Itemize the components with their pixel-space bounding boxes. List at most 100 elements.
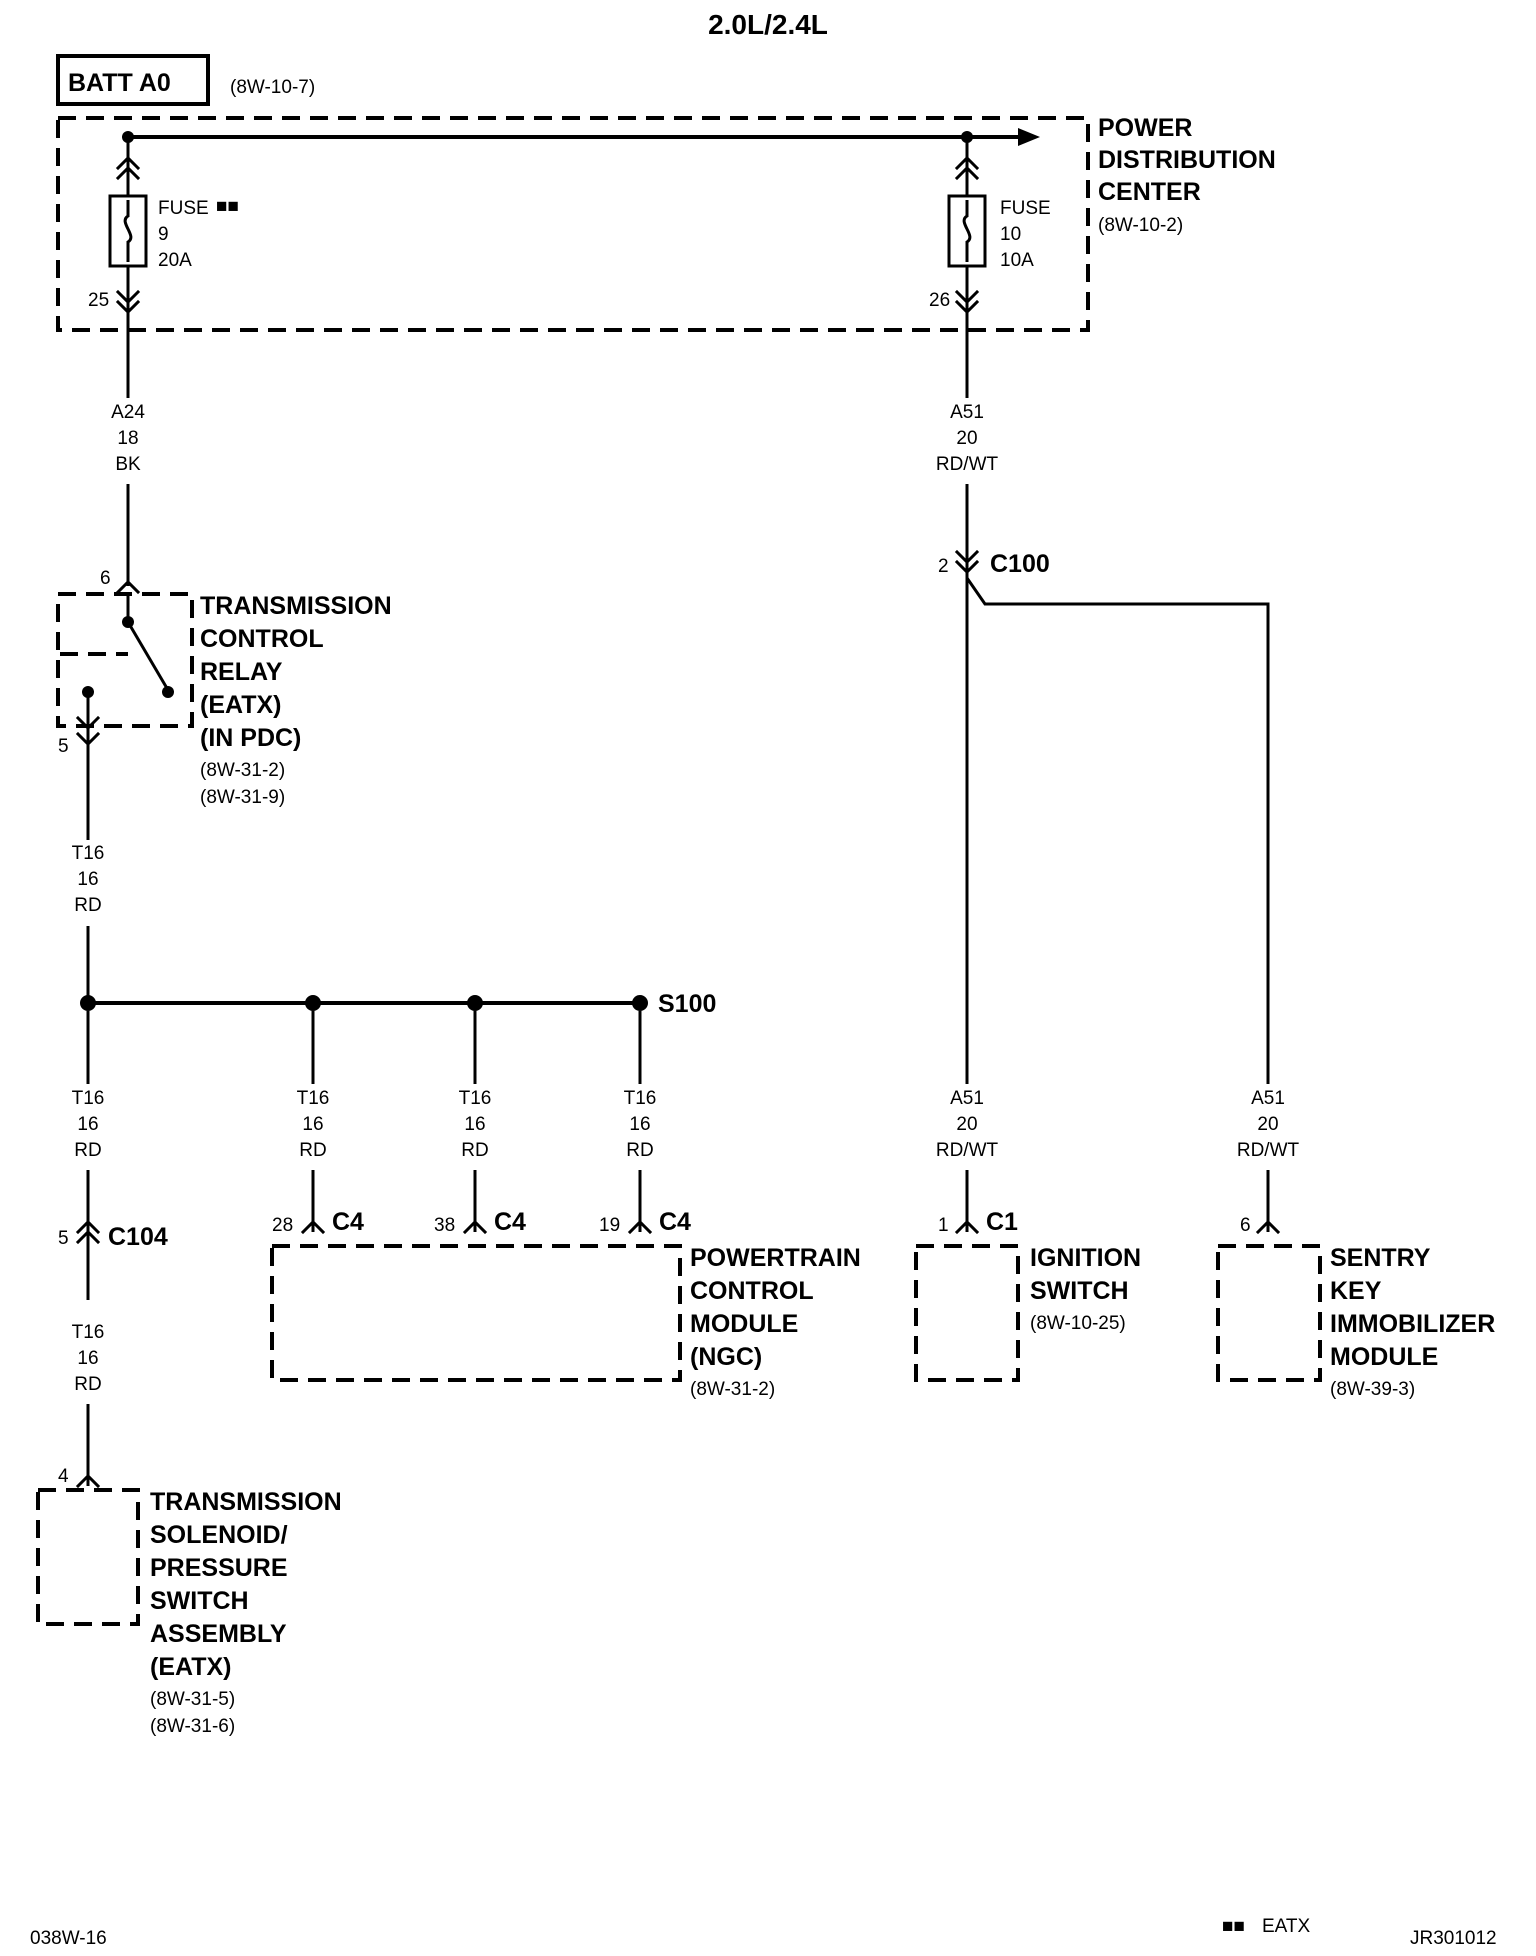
splice-node-3 <box>467 995 483 1011</box>
fuse10-rating: 10A <box>1000 250 1034 271</box>
pcm-ref: (8W-31-2) <box>690 1379 775 1400</box>
skim-name-line3: IMMOBILIZER <box>1330 1310 1495 1338</box>
a51-top-gauge: 20 <box>956 428 977 449</box>
relay-out-connector-icon <box>75 715 101 747</box>
a51-ign-circuit: A51 <box>950 1088 984 1109</box>
t16-drop-2-circuit: T16 <box>297 1088 330 1109</box>
c104-pin: 5 <box>58 1228 69 1249</box>
c104-name: C104 <box>108 1223 168 1251</box>
solenoid-pin: 4 <box>58 1466 69 1487</box>
relay-name-line5: (IN PDC) <box>200 724 301 752</box>
relay-out-pin: 5 <box>58 736 69 757</box>
batt-box <box>56 54 210 106</box>
skim-name-line4: MODULE <box>1330 1343 1438 1371</box>
fuse9-mark: ■■ <box>216 196 239 217</box>
fuse9-number: 9 <box>158 224 169 245</box>
relay-ref-1: (8W-31-2) <box>200 760 285 781</box>
c4-pin38-name: C4 <box>494 1208 526 1236</box>
a51-skim-circuit: A51 <box>1251 1088 1285 1109</box>
t16-drop-3-color: RD <box>461 1140 488 1161</box>
splice-node-4 <box>632 995 648 1011</box>
skim-pin: 6 <box>1240 1215 1251 1236</box>
fuse10-in-connector-icon <box>954 155 980 181</box>
relay-name-line3: RELAY <box>200 658 283 686</box>
solenoid-name-line1: TRANSMISSION <box>150 1488 342 1516</box>
t16-relay-circuit: T16 <box>72 843 105 864</box>
c4-pin38-number: 38 <box>434 1215 455 1236</box>
t16-drop-4-color: RD <box>626 1140 653 1161</box>
solenoid-ref-2: (8W-31-6) <box>150 1716 235 1737</box>
c100-connector-icon <box>954 549 980 575</box>
a24-color: BK <box>115 454 141 475</box>
c4-pin19-name: C4 <box>659 1208 691 1236</box>
pcm-box <box>270 1244 682 1382</box>
pdc-ref: (8W-10-2) <box>1098 215 1183 236</box>
c4-pin19-connector-icon <box>627 1219 653 1235</box>
t16-lower-color: RD <box>74 1374 101 1395</box>
fuse9-word: FUSE <box>158 198 209 219</box>
fuse10-element-icon <box>962 200 972 262</box>
a51-ign-gauge: 20 <box>956 1114 977 1135</box>
relay-name-line2: CONTROL <box>200 625 324 653</box>
pdc-name-line1: POWER <box>1098 114 1192 142</box>
t16-drop-1-circuit: T16 <box>72 1088 105 1109</box>
pcm-name-line1: POWERTRAIN <box>690 1244 861 1272</box>
t16-relay-gauge: 16 <box>77 869 98 890</box>
relay-ref-2: (8W-31-9) <box>200 787 285 808</box>
footer-page: 038W-16 <box>30 1928 107 1949</box>
relay-in-pin: 6 <box>100 568 111 589</box>
footer-code: JR301012 <box>1410 1928 1497 1949</box>
t16-drop-1-color: RD <box>74 1140 101 1161</box>
pcm-name-line3: MODULE <box>690 1310 798 1338</box>
relay-name-line4: (EATX) <box>200 691 281 719</box>
splice-name: S100 <box>658 990 716 1018</box>
footer-legend-mark: ■■ <box>1222 1916 1245 1937</box>
a51-skim-color: RD/WT <box>1237 1140 1300 1161</box>
t16-lower-circuit: T16 <box>72 1322 105 1343</box>
batt-ref: (8W-10-7) <box>230 77 315 98</box>
t16-lower-gauge: 16 <box>77 1348 98 1369</box>
solenoid-connector-icon <box>75 1473 101 1489</box>
pcm-name-line4: (NGC) <box>690 1343 762 1371</box>
c104-connector-icon <box>75 1219 101 1245</box>
fuse9-rating: 20A <box>158 250 192 271</box>
a24-circuit: A24 <box>111 402 145 423</box>
solenoid-name-line4: SWITCH <box>150 1587 249 1615</box>
t16-drop-2-color: RD <box>299 1140 326 1161</box>
c100-name: C100 <box>990 550 1050 578</box>
t16-drop-3-circuit: T16 <box>459 1088 492 1109</box>
t16-drop-4-gauge: 16 <box>629 1114 650 1135</box>
c4-pin28-number: 28 <box>272 1215 293 1236</box>
pcm-name-line2: CONTROL <box>690 1277 814 1305</box>
skim-name-line1: SENTRY <box>1330 1244 1431 1272</box>
c1-connector-icon <box>954 1219 980 1235</box>
skim-name-line2: KEY <box>1330 1277 1382 1305</box>
solenoid-name-line5: ASSEMBLY <box>150 1620 287 1648</box>
splice-node-1 <box>80 995 96 1011</box>
c4-pin28-name: C4 <box>332 1208 364 1236</box>
skim-box <box>1216 1244 1322 1382</box>
pdc-box <box>56 116 1090 332</box>
c1-name: C1 <box>986 1208 1018 1236</box>
fuse9-element-icon <box>123 200 133 262</box>
splice-node-2 <box>305 995 321 1011</box>
c1-pin: 1 <box>938 1215 949 1236</box>
a51-skim-gauge: 20 <box>1257 1114 1278 1135</box>
a51-to-skim-wire <box>965 577 1270 1084</box>
fuse10-word: FUSE <box>1000 198 1051 219</box>
a51-ign-color: RD/WT <box>936 1140 999 1161</box>
fuse9-in-connector-icon <box>115 155 141 181</box>
ignition-name-line2: SWITCH <box>1030 1277 1129 1305</box>
ignition-ref: (8W-10-25) <box>1030 1313 1126 1334</box>
skim-connector-icon <box>1255 1219 1281 1235</box>
t16-drop-3-gauge: 16 <box>464 1114 485 1135</box>
batt-label: BATT A0 <box>68 69 171 97</box>
ignition-box <box>914 1244 1020 1382</box>
relay-in-connector-icon <box>115 579 141 595</box>
c4-pin38-connector-icon <box>462 1219 488 1235</box>
fuse10-number: 10 <box>1000 224 1021 245</box>
t16-drop-1-gauge: 16 <box>77 1114 98 1135</box>
solenoid-name-line3: PRESSURE <box>150 1554 288 1582</box>
c4-pin19-number: 19 <box>599 1215 620 1236</box>
a24-gauge: 18 <box>117 428 138 449</box>
